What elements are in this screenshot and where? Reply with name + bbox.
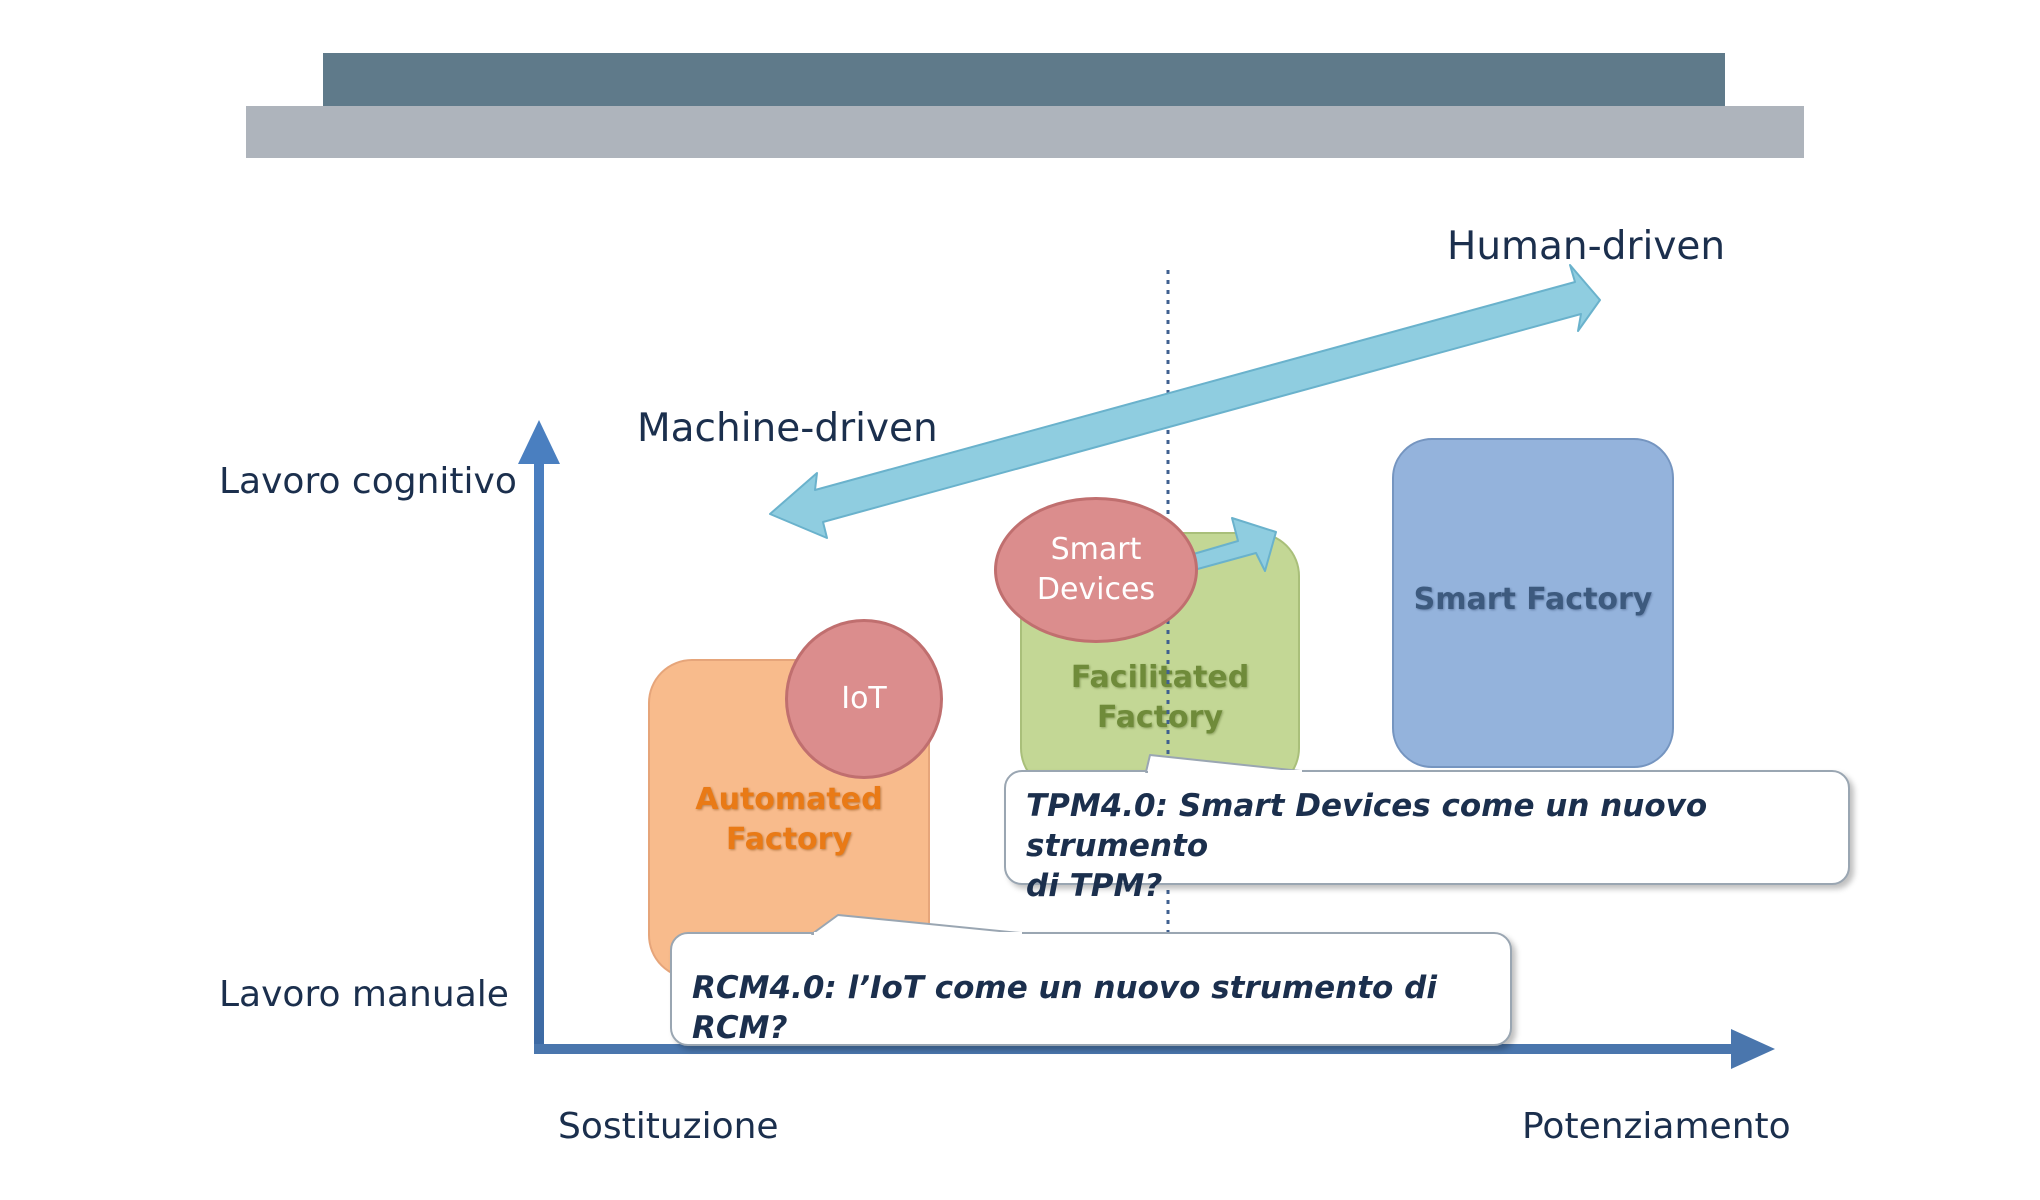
header-bar-bottom	[246, 106, 1804, 158]
smart-devices-line2: Devices	[1036, 572, 1156, 607]
header-bar-top	[323, 53, 1725, 106]
y-axis-bottom-label: Lavoro manuale	[219, 974, 509, 1015]
tpm-callout-line2: di TPM?	[1026, 868, 1163, 904]
facilitated-factory-line2: Factory	[1096, 700, 1224, 735]
rcm-callout-text: RCM4.0: l’IoT come un nuovo strumento di…	[692, 970, 1437, 1046]
smart-devices-bubble-label: Smart Devices	[1037, 530, 1155, 610]
smart-devices-line1: Smart	[1050, 532, 1142, 567]
rcm-callout: RCM4.0: l’IoT come un nuovo strumento di…	[670, 932, 1512, 1046]
x-axis-line	[534, 1044, 1734, 1054]
machine-driven-label: Machine-driven	[637, 406, 938, 451]
x-axis-right-label: Potenziamento	[1522, 1106, 1791, 1147]
tpm-callout-line1: TPM4.0: Smart Devices come un nuovo stru…	[1026, 788, 1708, 864]
facilitated-factory-line1: Facilitated	[1070, 660, 1250, 695]
x-axis-arrowhead	[1731, 1029, 1775, 1069]
y-axis-arrowhead	[518, 420, 560, 464]
automated-factory-line1: Automated	[695, 782, 883, 817]
y-axis-line	[534, 455, 544, 1053]
smart-devices-bubble: Smart Devices	[994, 497, 1198, 643]
smart-factory-panel	[1392, 438, 1674, 768]
iot-bubble: IoT	[785, 619, 943, 779]
automated-factory-line2: Factory	[725, 822, 853, 857]
human-driven-label: Human-driven	[1447, 224, 1726, 269]
automated-factory-label: Automated Factory	[648, 780, 930, 860]
smart-devices-arrow	[1189, 517, 1277, 572]
x-axis-left-label: Sostituzione	[558, 1106, 779, 1147]
y-axis-top-label: Lavoro cognitivo	[219, 461, 517, 502]
smart-factory-label: Smart Factory	[1413, 582, 1653, 617]
machine-human-double-arrow	[769, 264, 1601, 539]
tpm-callout: TPM4.0: Smart Devices come un nuovo stru…	[1004, 770, 1850, 904]
iot-bubble-label: IoT	[841, 681, 887, 716]
facilitated-factory-label: Facilitated Factory	[1020, 658, 1300, 738]
